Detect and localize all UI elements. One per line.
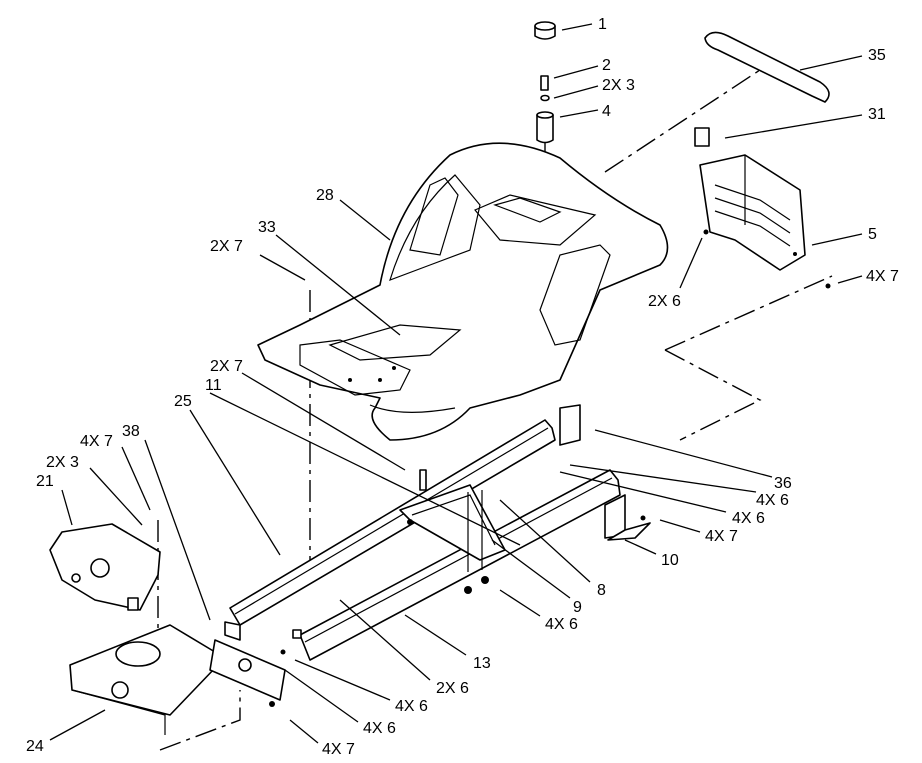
callout-4: 4 [602,103,611,120]
callout-4x6-a: 4X 6 [756,492,789,509]
callout-8: 8 [597,582,606,599]
callout-5: 5 [868,226,877,243]
callout-9: 9 [573,599,582,616]
callout-33: 33 [258,219,276,236]
callout-2x6-shield: 2X 6 [648,293,681,310]
body-fender [257,142,669,441]
callout-36: 36 [774,475,792,492]
callout-24: 24 [26,738,44,755]
callout-2x6-frame: 2X 6 [436,680,469,697]
callout-4x7-bottom: 4X 7 [322,741,355,758]
callout-11: 11 [205,377,222,394]
rear-shield [694,127,831,289]
callout-35: 35 [868,47,886,64]
callout-2: 2 [602,57,611,74]
callout-2x7-seat: 2X 7 [210,238,243,255]
callout-2x3: 2X 3 [602,77,635,94]
callout-4x6-d: 4X 6 [395,698,428,715]
callout-2x3-left: 2X 3 [46,454,79,471]
bushing-part [536,111,554,144]
callout-31: 31 [868,106,886,123]
knob-cap [534,21,556,40]
callout-labels: 1 2 2X 3 4 35 31 5 4X 7 2X 6 28 33 2X 7 … [26,16,899,758]
callout-4x7-bracket: 4X 7 [705,528,738,545]
callout-25: 25 [174,393,192,410]
frame-rail-left [224,419,556,641]
callout-28: 28 [316,187,334,204]
callout-4x7-shield: 4X 7 [866,268,899,285]
callout-4x6-c: 4X 6 [545,616,578,633]
callout-21: 21 [36,473,54,490]
callout-10: 10 [661,552,679,569]
callout-4x6-b: 4X 6 [732,510,765,527]
callout-4x6-e: 4X 6 [363,720,396,737]
callout-4x7-left: 4X 7 [80,433,113,450]
pedal-shield [49,523,161,611]
callout-13: 13 [473,655,491,672]
leader-lines [49,23,863,744]
screw-part [540,75,550,102]
cross-member [399,469,506,594]
frame-tab-36 [559,404,581,446]
callout-1: 1 [598,16,607,33]
bracket-part-10 [604,494,651,541]
rear-hitch-plate [69,624,286,735]
callout-2x7-frame: 2X 7 [210,358,243,375]
decal-strip [704,31,830,103]
callout-38: 38 [122,423,140,440]
